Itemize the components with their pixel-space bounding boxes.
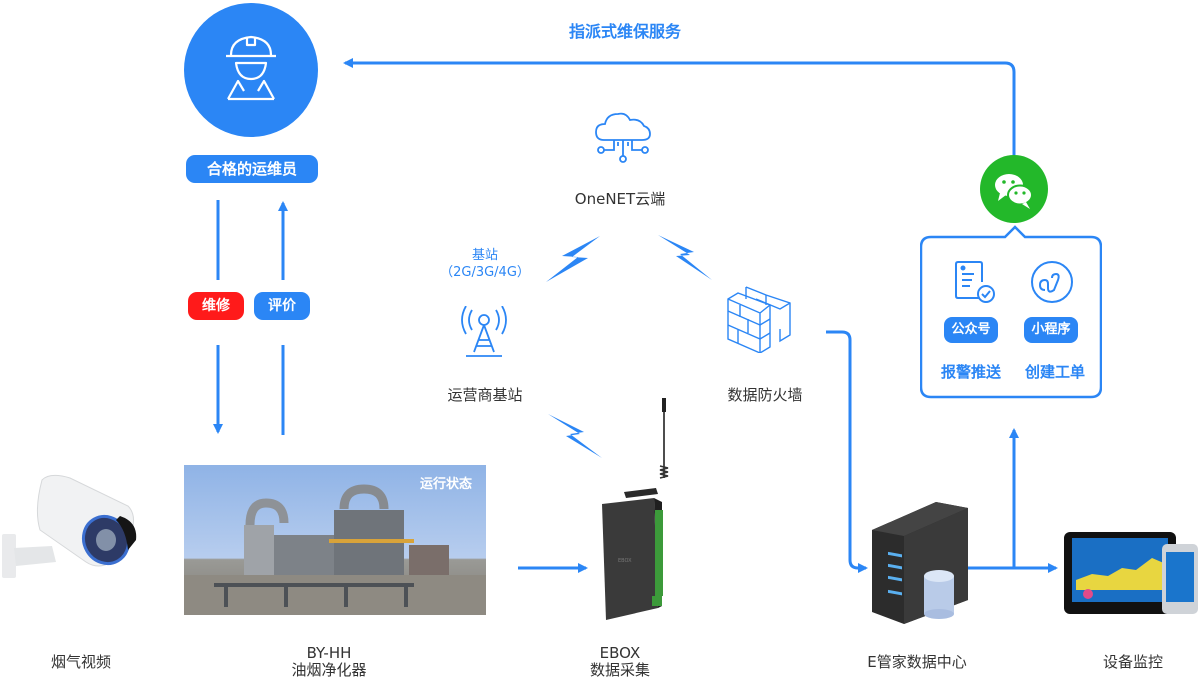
maintainer-avatar xyxy=(184,3,318,137)
ebox-model-label: EBOX xyxy=(599,644,641,662)
monitor-label: 设备监控 xyxy=(1102,653,1163,671)
brick-wall-icon xyxy=(727,286,791,353)
maintainer-label: 合格的运维员 xyxy=(186,155,318,183)
running-status-overlay: 运行状态 xyxy=(419,477,472,492)
purifier-photo[interactable]: 运行状态 xyxy=(184,465,486,615)
purifier-graphic xyxy=(184,484,486,615)
dispatch-service-arrow xyxy=(343,58,1016,165)
camera-image xyxy=(2,474,137,578)
signal-tower-icon xyxy=(461,306,507,357)
document-check-icon xyxy=(955,261,995,303)
wechat-icon xyxy=(995,174,1033,209)
official-account-badge[interactable]: 公众号 xyxy=(944,317,998,343)
base-station-label: 运营商基站 xyxy=(447,386,523,404)
ebox-device-image: EBOX xyxy=(602,398,669,620)
firewall-to-datacenter-arrow xyxy=(826,330,868,573)
ebox-name-label: 数据采集 xyxy=(589,661,650,679)
firewall-label: 数据防火墙 xyxy=(727,386,803,404)
dispatch-service-label: 指派式维保服务 xyxy=(568,22,681,41)
repair-button[interactable]: 维修 xyxy=(188,292,244,320)
mini-program-badge[interactable]: 小程序 xyxy=(1024,317,1078,343)
wireless-bolt-icon xyxy=(546,236,600,282)
datacenter-label: E管家数据中心 xyxy=(867,653,967,671)
mini-program-icon xyxy=(1031,261,1073,303)
purifier-model-label: BY-HH xyxy=(306,644,352,662)
monitor-devices-image xyxy=(1064,532,1198,614)
base-station-note-sub: （2G/3G/4G） xyxy=(440,265,530,280)
wechat-badge[interactable] xyxy=(980,155,1048,223)
wireless-bolt-icon xyxy=(548,414,602,458)
cloud-label: OneNET云端 xyxy=(574,190,666,208)
cloud-network-icon xyxy=(595,112,651,163)
server-image xyxy=(872,502,968,624)
evaluate-button[interactable]: 评价 xyxy=(254,292,310,320)
worker-helmet-icon xyxy=(226,35,276,101)
wireless-bolt-icon xyxy=(658,235,712,280)
alarm-push-caption: 报警推送 xyxy=(940,363,1001,381)
wechat-panel xyxy=(920,225,1102,399)
svg-text:EBOX: EBOX xyxy=(618,558,632,564)
camera-label: 烟气视频 xyxy=(50,653,111,671)
base-station-note-title: 基站 xyxy=(471,248,498,263)
create-ticket-caption: 创建工单 xyxy=(1024,363,1085,381)
purifier-name-label: 油烟净化器 xyxy=(291,661,367,679)
